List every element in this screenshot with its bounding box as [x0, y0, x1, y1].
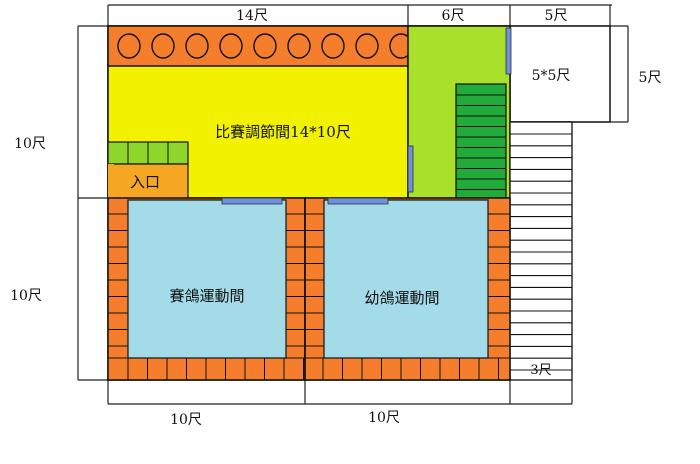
small-room: [509, 25, 611, 123]
entrance-label: 入口: [130, 173, 160, 191]
small-room-label: 5*5尺: [532, 68, 571, 84]
dim-left-upper: 10尺: [14, 136, 46, 152]
young-room-label: 幼鴿運動間: [364, 289, 439, 307]
dim-top-left: 14尺: [236, 8, 268, 24]
nest-circle: [185, 33, 209, 59]
dim-left-lower: 10尺: [10, 288, 42, 304]
nest-circle: [219, 33, 243, 59]
entrance-bench-cells: [127, 142, 169, 164]
nest-circle: [321, 33, 345, 59]
outdoor-stairs: [509, 121, 573, 381]
entrance-area: [107, 163, 189, 199]
nest-circle: [253, 33, 277, 59]
race-room-label: 賽鴿運動間: [169, 287, 244, 305]
dim-top-right: 5尺: [545, 8, 568, 24]
dim-bottom-left: 10尺: [170, 412, 202, 428]
window-green-left: [407, 145, 414, 193]
nest-box-circles: [117, 33, 413, 59]
green-stair-block: [455, 83, 507, 199]
nest-circle: [151, 33, 175, 59]
nest-circle: [355, 33, 379, 59]
window-race-room: [221, 197, 283, 205]
dim-right-side: 5尺: [639, 70, 662, 86]
race-room-floor: [127, 199, 287, 359]
nest-circle: [287, 33, 311, 59]
outdoor-stair-frame: [509, 121, 573, 381]
window-right-top: [505, 27, 512, 75]
young-room-floor: [323, 199, 489, 359]
adjust-room-label: 比賽調節間14*10尺: [215, 123, 351, 141]
window-young-room: [327, 197, 389, 205]
dim-stair-width: 3尺: [530, 363, 551, 378]
dim-top-mid: 6尺: [442, 8, 465, 24]
green-stairs: [455, 83, 507, 199]
nest-circle: [117, 33, 141, 59]
dim-bottom-right: 10尺: [368, 410, 400, 426]
entrance-gap: [108, 164, 114, 198]
